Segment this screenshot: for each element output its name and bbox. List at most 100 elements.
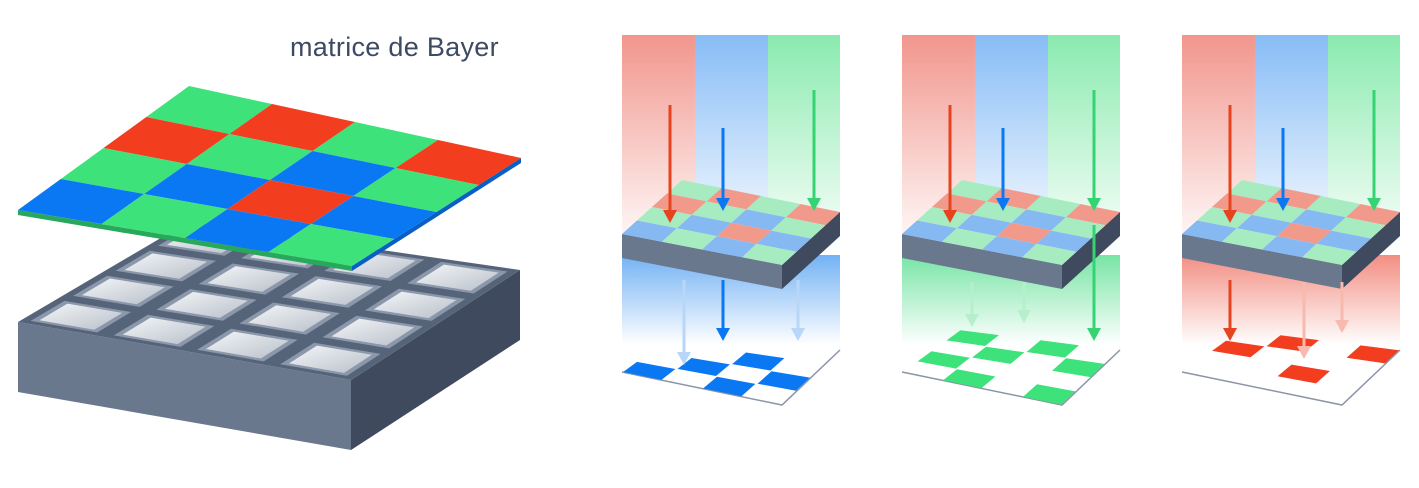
outgoing-arrow-head bbox=[1223, 328, 1237, 341]
mini-filter-cell-green bbox=[1051, 217, 1106, 239]
filter-cell-green bbox=[312, 122, 438, 168]
filter-edge bbox=[352, 158, 521, 271]
mini-filter-cell-blue bbox=[1262, 236, 1317, 258]
bayer-filter-array bbox=[18, 86, 521, 271]
output-pixel-green bbox=[1023, 384, 1076, 405]
photosite bbox=[290, 278, 374, 305]
mini-filter-cell-green bbox=[1222, 228, 1277, 250]
mini-filter-cell-blue bbox=[1316, 230, 1371, 252]
mini-filter-cell-blue bbox=[622, 220, 677, 242]
output-pixel-green bbox=[1052, 358, 1105, 378]
filter-cell-red bbox=[103, 117, 230, 164]
output-pixel-green bbox=[1026, 340, 1079, 358]
mini-sensor-front bbox=[622, 234, 782, 289]
outgoing-arrow-faint-head bbox=[677, 352, 691, 365]
filter-cell-green bbox=[146, 86, 272, 134]
mini-filter-cell-red bbox=[785, 204, 840, 226]
output-pixel-green bbox=[946, 330, 999, 346]
output-pixel-red bbox=[1212, 340, 1265, 358]
incoming-green-arrow-head bbox=[1087, 198, 1101, 211]
mini-filter-cell-green bbox=[947, 180, 1002, 202]
mini-sensor-side bbox=[782, 212, 840, 289]
incoming-blue-arrow-head bbox=[716, 198, 730, 211]
mini-filter-cell-blue bbox=[731, 209, 786, 231]
photosite bbox=[124, 253, 208, 279]
mini-filter-cell-green bbox=[742, 243, 797, 265]
mini-filter-cell-green bbox=[971, 201, 1027, 223]
incoming-red-arrow-head bbox=[943, 210, 957, 223]
output-plane bbox=[1181, 349, 1401, 406]
outgoing-arrow-head bbox=[716, 328, 730, 341]
outgoing-arrow-head bbox=[1087, 328, 1101, 341]
photosite bbox=[165, 291, 248, 318]
photosite bbox=[248, 305, 331, 332]
mini-filter-cell-green bbox=[1302, 243, 1357, 265]
photosite bbox=[122, 317, 206, 345]
mini-filter-cell-blue bbox=[1291, 209, 1346, 231]
panel-green bbox=[901, 35, 1121, 406]
outgoing-arrow-faint-head bbox=[791, 328, 805, 341]
mini-filter-cell-blue bbox=[1011, 209, 1066, 231]
output-pixel-blue bbox=[677, 358, 730, 376]
mini-filter-cell-blue bbox=[956, 214, 1012, 237]
mini-filter-cell-red bbox=[1065, 204, 1120, 226]
mini-filter-cell-green bbox=[942, 228, 997, 250]
outgoing-arrow-faint-head bbox=[1017, 310, 1031, 323]
photosite bbox=[289, 345, 372, 373]
mini-filter-cell-blue bbox=[1236, 214, 1292, 237]
mini-filter-cell-red bbox=[996, 222, 1052, 244]
photosite bbox=[416, 264, 499, 291]
filter-cell-green bbox=[101, 194, 228, 238]
output-pixel-blue bbox=[703, 376, 756, 397]
mini-filter-cell-red bbox=[652, 193, 707, 215]
incoming-blue-arrow-head bbox=[1276, 198, 1290, 211]
panel-red bbox=[1181, 35, 1401, 406]
filter-cell-green bbox=[186, 134, 313, 180]
mini-filter-cell-green bbox=[1251, 201, 1307, 223]
sensor-side-face bbox=[351, 270, 520, 450]
mini-filter-cell-green bbox=[1306, 196, 1361, 218]
photosite bbox=[331, 318, 415, 346]
filter-cell-red bbox=[229, 104, 355, 151]
mini-filter-cell-blue bbox=[1182, 220, 1237, 242]
filter-cell-red bbox=[395, 140, 521, 185]
filter-cell-blue bbox=[270, 151, 396, 196]
incoming-blue-arrow-head bbox=[996, 198, 1010, 211]
mini-filter-cell-green bbox=[667, 180, 722, 202]
mini-sensor-front bbox=[1182, 234, 1342, 289]
mini-filter-cell-red bbox=[932, 193, 987, 215]
photosite bbox=[39, 303, 123, 330]
outgoing-arrow-faint-head bbox=[965, 314, 979, 327]
mini-filter-cell-blue bbox=[676, 214, 732, 237]
mini-filter-cell-blue bbox=[982, 236, 1037, 258]
mini-filter-cell-green bbox=[746, 196, 801, 218]
mini-sensor-side bbox=[1062, 212, 1120, 289]
incoming-red-arrow-head bbox=[663, 210, 677, 223]
output-pixel-blue bbox=[757, 371, 810, 391]
output-pixel-blue bbox=[623, 361, 676, 380]
outgoing-arrow-faint-head bbox=[1297, 346, 1311, 359]
output-plane bbox=[901, 349, 1121, 406]
mini-filter-cell-green bbox=[771, 217, 826, 239]
diagram-title: matrice de Bayer bbox=[290, 32, 499, 62]
filter-cell-blue bbox=[185, 209, 311, 252]
panel-blue bbox=[621, 35, 841, 406]
mini-filter-cell-blue bbox=[702, 236, 757, 258]
incoming-green-arrow-head bbox=[807, 198, 821, 211]
mini-filter-cell-red bbox=[1212, 193, 1267, 215]
filter-cell-blue bbox=[310, 196, 437, 239]
mini-filter-cell-green bbox=[1197, 207, 1252, 229]
filter-cell-green bbox=[353, 168, 479, 212]
photosite bbox=[373, 291, 457, 319]
photosite bbox=[207, 266, 291, 292]
mini-filter-cell-green bbox=[1227, 180, 1282, 202]
mini-filter-cell-green bbox=[917, 207, 972, 229]
sensor-front-face bbox=[18, 322, 351, 450]
mini-filter-cell-green bbox=[662, 228, 717, 250]
output-pixel-red bbox=[1277, 364, 1330, 384]
filter-cell-green bbox=[268, 224, 395, 266]
filter-cell-red bbox=[227, 180, 354, 224]
mini-filter-cell-green bbox=[1026, 196, 1081, 218]
mini-filter-cell-green bbox=[1022, 243, 1077, 265]
channel-panels bbox=[621, 35, 1401, 406]
